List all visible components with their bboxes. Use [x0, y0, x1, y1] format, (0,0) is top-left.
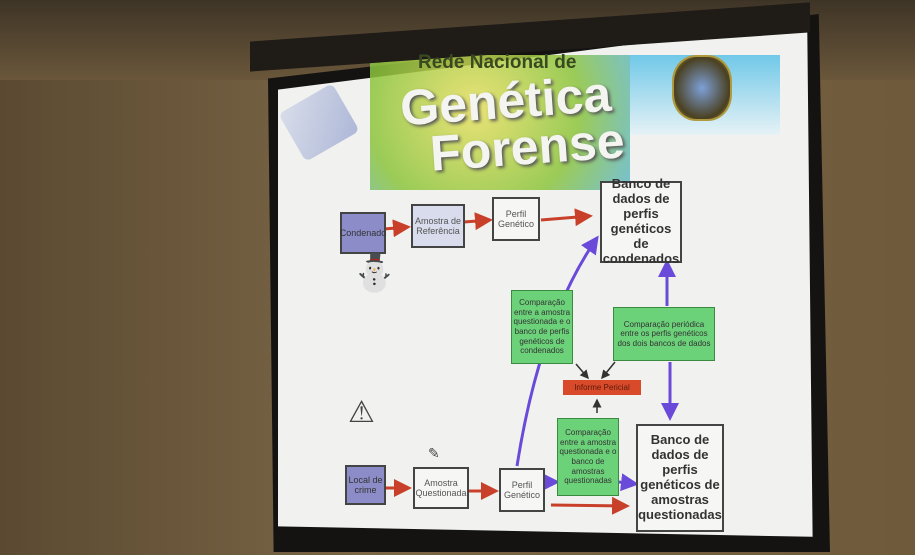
node-perfil-genetico-top: Perfil Genético: [492, 197, 540, 241]
title-banner-image: [370, 55, 630, 190]
node-condenado: Condenado: [340, 212, 386, 254]
crime-scene-clipart: ⚠: [348, 396, 375, 429]
police-badge-logo: [672, 55, 732, 121]
node-perfil-genetico-bottom: Perfil Genético: [499, 468, 545, 512]
node-informe-pericial: Informe Pericial: [563, 380, 641, 395]
slide-subtitle: Rede Nacional de: [418, 52, 577, 73]
node-comparacao-periodica: Comparação periódica entre os perfis gen…: [613, 307, 715, 361]
node-local-crime: Local de crime: [345, 465, 386, 505]
node-comparacao-condenados: Comparação entre a amostra questionada e…: [511, 290, 573, 364]
prisoner-clipart: ⛄: [352, 252, 397, 293]
node-comparacao-amostras: Comparação entre a amostra questionada e…: [557, 418, 619, 496]
node-banco-amostras: Banco de dados de perfis genéticos de am…: [636, 424, 724, 532]
node-amostra-questionada: Amostra Questionada: [413, 467, 469, 509]
swab-clipart: ✎: [428, 445, 440, 461]
node-amostra-referencia: Amostra de Referência: [411, 204, 465, 248]
node-banco-condenados: Banco de dados de perfis genéticos de co…: [600, 176, 682, 266]
